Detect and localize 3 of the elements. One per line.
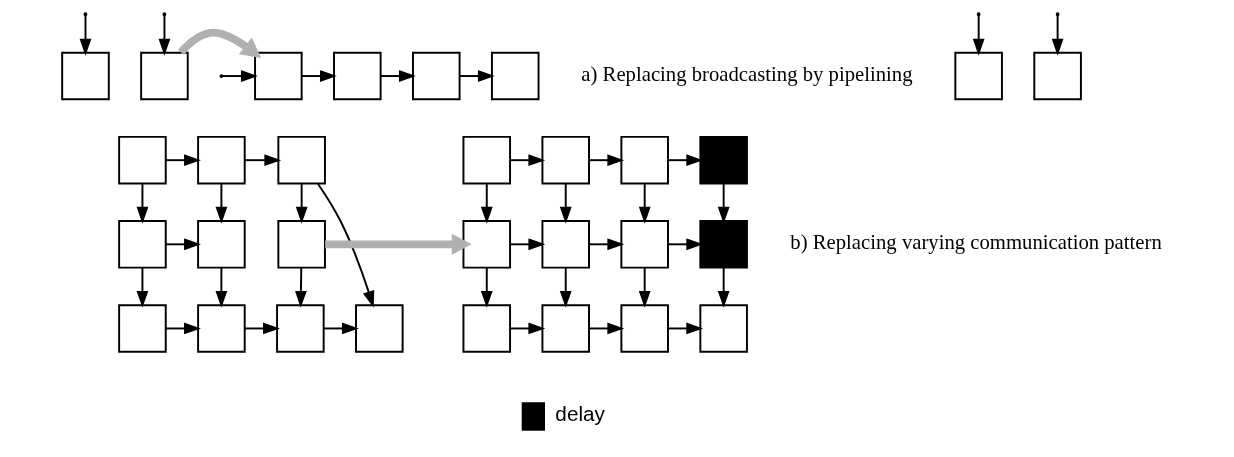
legend-label: delay (554, 402, 605, 426)
label: b) Replacing varying communication pattern (789, 231, 1162, 254)
label: a) Replacing broadcasting by pipelining (580, 62, 913, 85)
